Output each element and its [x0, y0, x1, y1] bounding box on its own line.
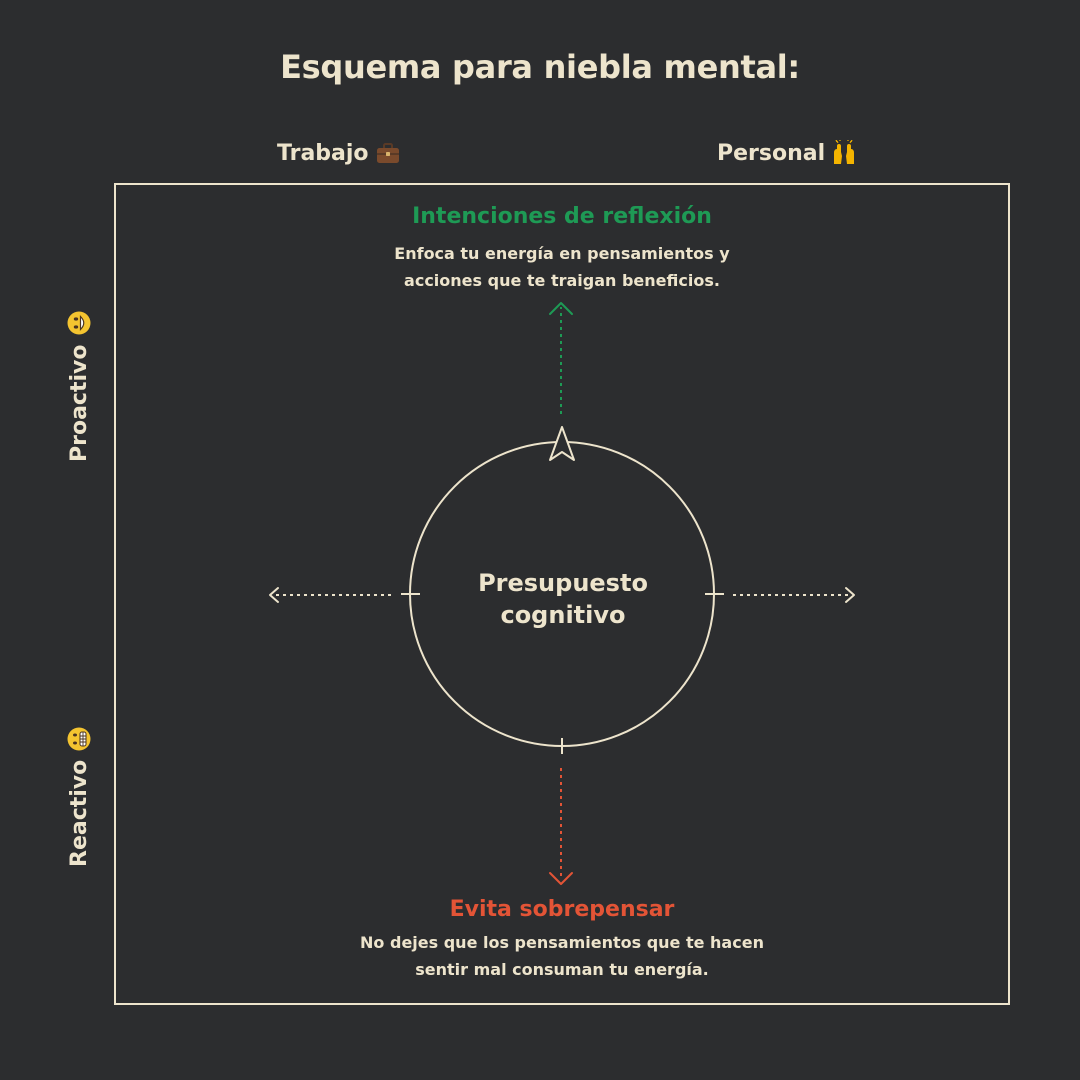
row-label-reactive: Reactivo — [66, 726, 92, 867]
top-description-line-2: acciones que te traigan beneficios. — [404, 271, 720, 290]
grinning-face-icon — [67, 312, 91, 335]
circle-direction-arrow-icon — [549, 426, 575, 461]
raising-hands-icon — [834, 140, 855, 164]
arrow-right — [733, 587, 855, 603]
arrow-down-red — [549, 768, 573, 885]
quadrant-frame — [114, 183, 1010, 1005]
arrow-up-green — [549, 302, 573, 414]
grimacing-face-icon — [67, 727, 91, 751]
bottom-description-line-1: No dejes que los pensamientos que te hac… — [360, 933, 764, 952]
page-title: Esquema para niebla mental: — [280, 48, 800, 86]
column-label-work: Trabajo — [277, 140, 401, 166]
top-heading: Intenciones de reflexión — [412, 204, 712, 229]
briefcase-icon — [376, 143, 399, 163]
top-description-line-1: Enfoca tu energía en pensamientos y — [394, 244, 730, 263]
bottom-description: No dejes que los pensamientos que te hac… — [0, 929, 1080, 983]
column-label-personal-text: Personal — [717, 140, 826, 166]
top-description: Enfoca tu energía en pensamientos y acci… — [0, 240, 1080, 294]
column-label-work-text: Trabajo — [277, 140, 369, 166]
row-label-proactive: Proactivo — [66, 311, 92, 462]
center-label-line-1: Presupuesto — [478, 569, 648, 597]
bottom-description-line-2: sentir mal consuman tu energía. — [415, 960, 709, 979]
center-label-line-2: cognitivo — [500, 601, 626, 629]
bottom-heading: Evita sobrepensar — [449, 897, 675, 922]
column-label-personal: Personal — [717, 140, 857, 166]
center-label: Presupuesto cognitivo — [412, 567, 714, 631]
arrow-left — [269, 587, 391, 603]
